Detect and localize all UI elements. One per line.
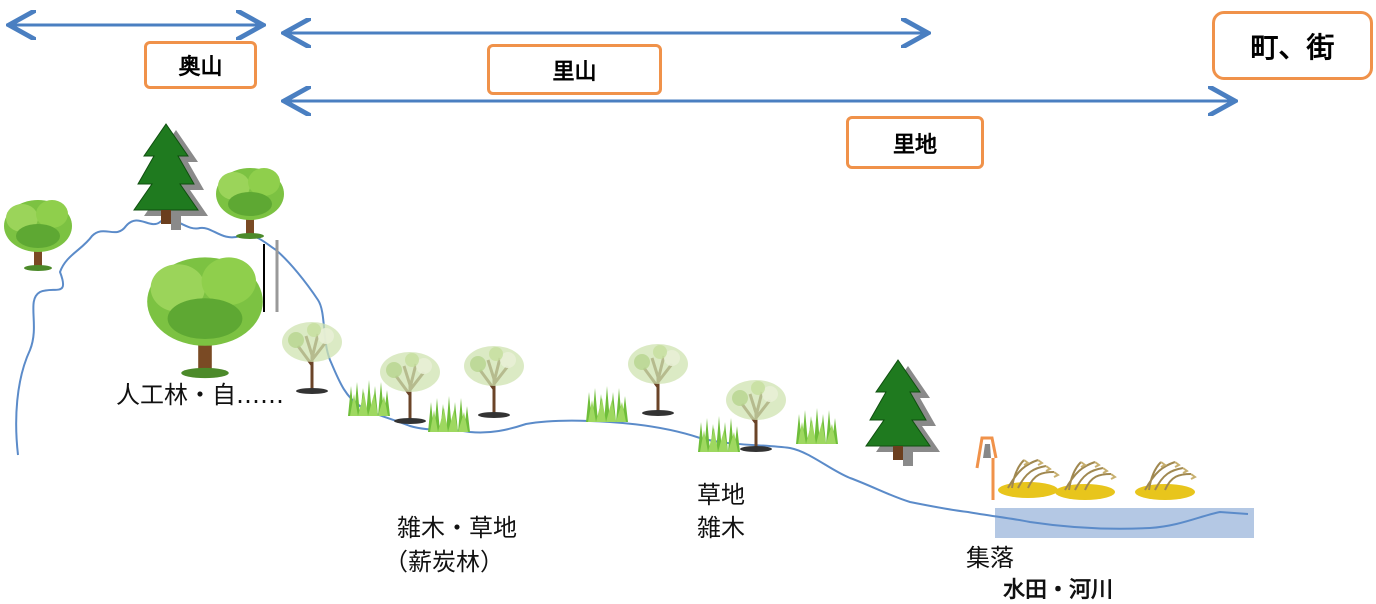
coppice-tree-icon — [462, 344, 526, 420]
forest-label: 人工林・自…… — [116, 381, 284, 409]
grass-label-line2: 雑木 — [697, 514, 745, 542]
grass-icon — [428, 396, 470, 432]
house-icon — [975, 436, 998, 500]
grass-icon — [586, 386, 628, 422]
coppice-label-line2: （薪炭林） — [384, 548, 504, 576]
coppice-tree-icon — [280, 320, 344, 396]
conifer-tree-icon — [133, 123, 199, 225]
zone-satochi-box: 里地 — [846, 116, 984, 169]
grass-label-line1: 草地 — [697, 481, 745, 509]
grass-icon — [698, 416, 740, 452]
zone-satoyama-box: 里山 — [487, 44, 662, 95]
conifer-tree-icon — [865, 359, 931, 461]
grass-icon — [348, 380, 390, 416]
large-broadleaf-tree-icon — [147, 257, 263, 379]
coppice-tree-icon — [626, 342, 690, 418]
grass-icon — [796, 408, 838, 444]
rice-plant-icon — [1134, 461, 1196, 501]
coppice-label-line1: 雑木・草地 — [397, 514, 517, 542]
village-label: 集落 — [966, 544, 1014, 572]
broadleaf-tree-icon — [4, 200, 72, 271]
broadleaf-tree-icon — [216, 168, 284, 239]
paddy-label: 水田・河川 — [1003, 578, 1114, 603]
zone-town-box: 町、街 — [1212, 11, 1373, 80]
rice-plant-icon — [997, 459, 1059, 499]
zone-okuyama-box: 奥山 — [144, 41, 257, 89]
rice-plant-icon — [1054, 461, 1116, 501]
